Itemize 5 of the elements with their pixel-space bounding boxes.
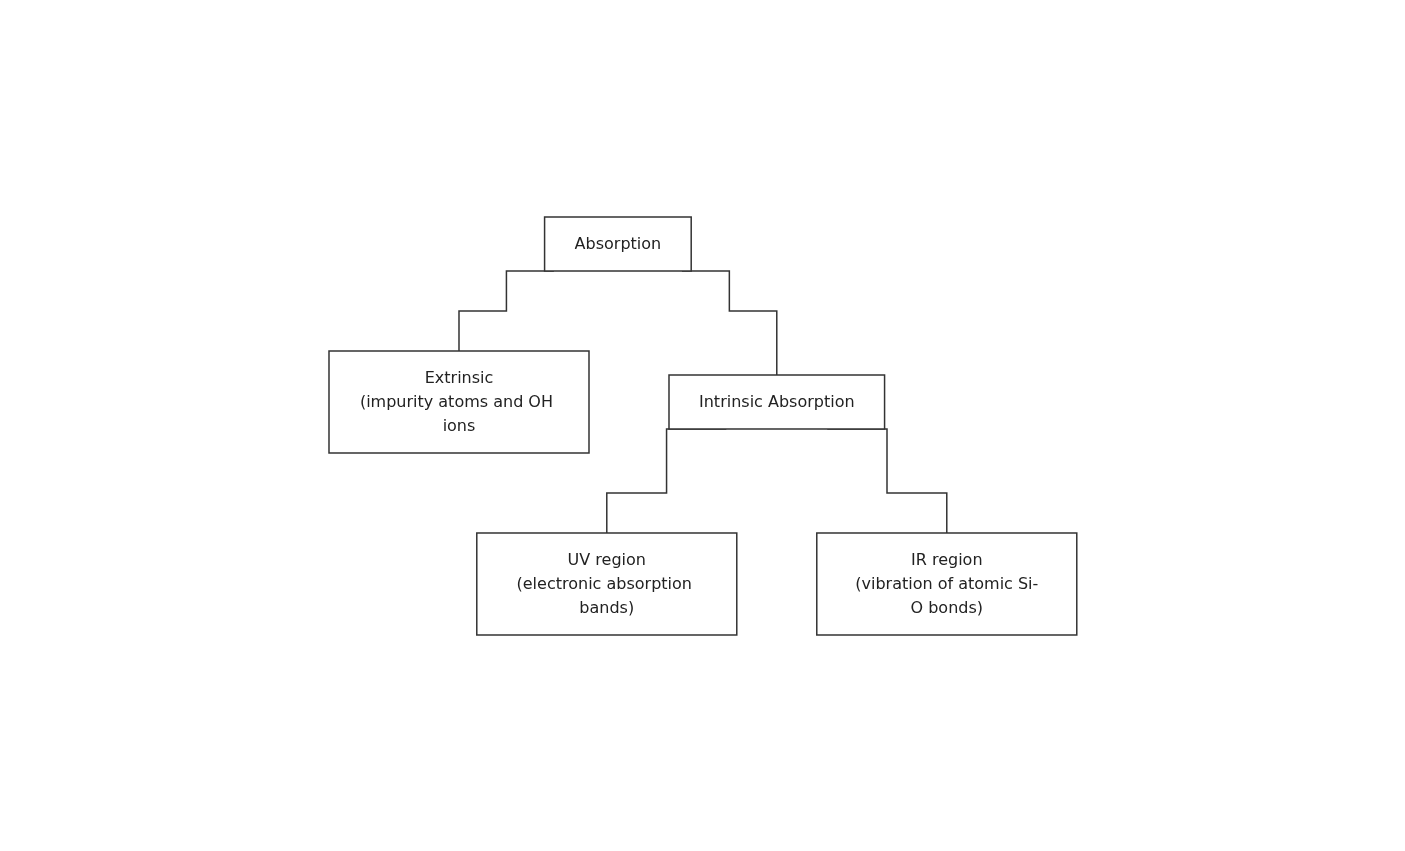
- node-box: Extrinsic (impurity atoms and OH ions: [327, 349, 590, 454]
- node-box: UV region (electronic absorption bands): [475, 531, 738, 636]
- node-box: Intrinsic Absorption: [667, 373, 885, 430]
- node-box: Absorption: [543, 215, 692, 272]
- node-box: IR region (vibration of atomic Si-O bonds): [815, 531, 1078, 636]
